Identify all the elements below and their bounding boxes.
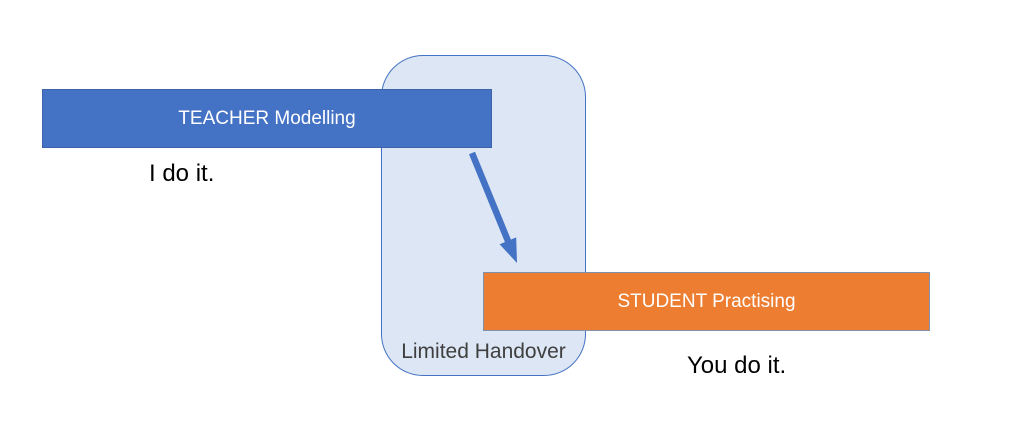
student-practising-box: STUDENT Practising: [483, 272, 930, 331]
i-do-it-caption: I do it.: [149, 160, 215, 187]
limited-handover-label: Limited Handover: [401, 340, 566, 363]
you-do-it-caption: You do it.: [687, 352, 787, 379]
teacher-modelling-box: TEACHER Modelling: [42, 89, 492, 148]
student-practising-label: STUDENT Practising: [617, 290, 796, 312]
teacher-modelling-label: TEACHER Modelling: [178, 107, 356, 129]
